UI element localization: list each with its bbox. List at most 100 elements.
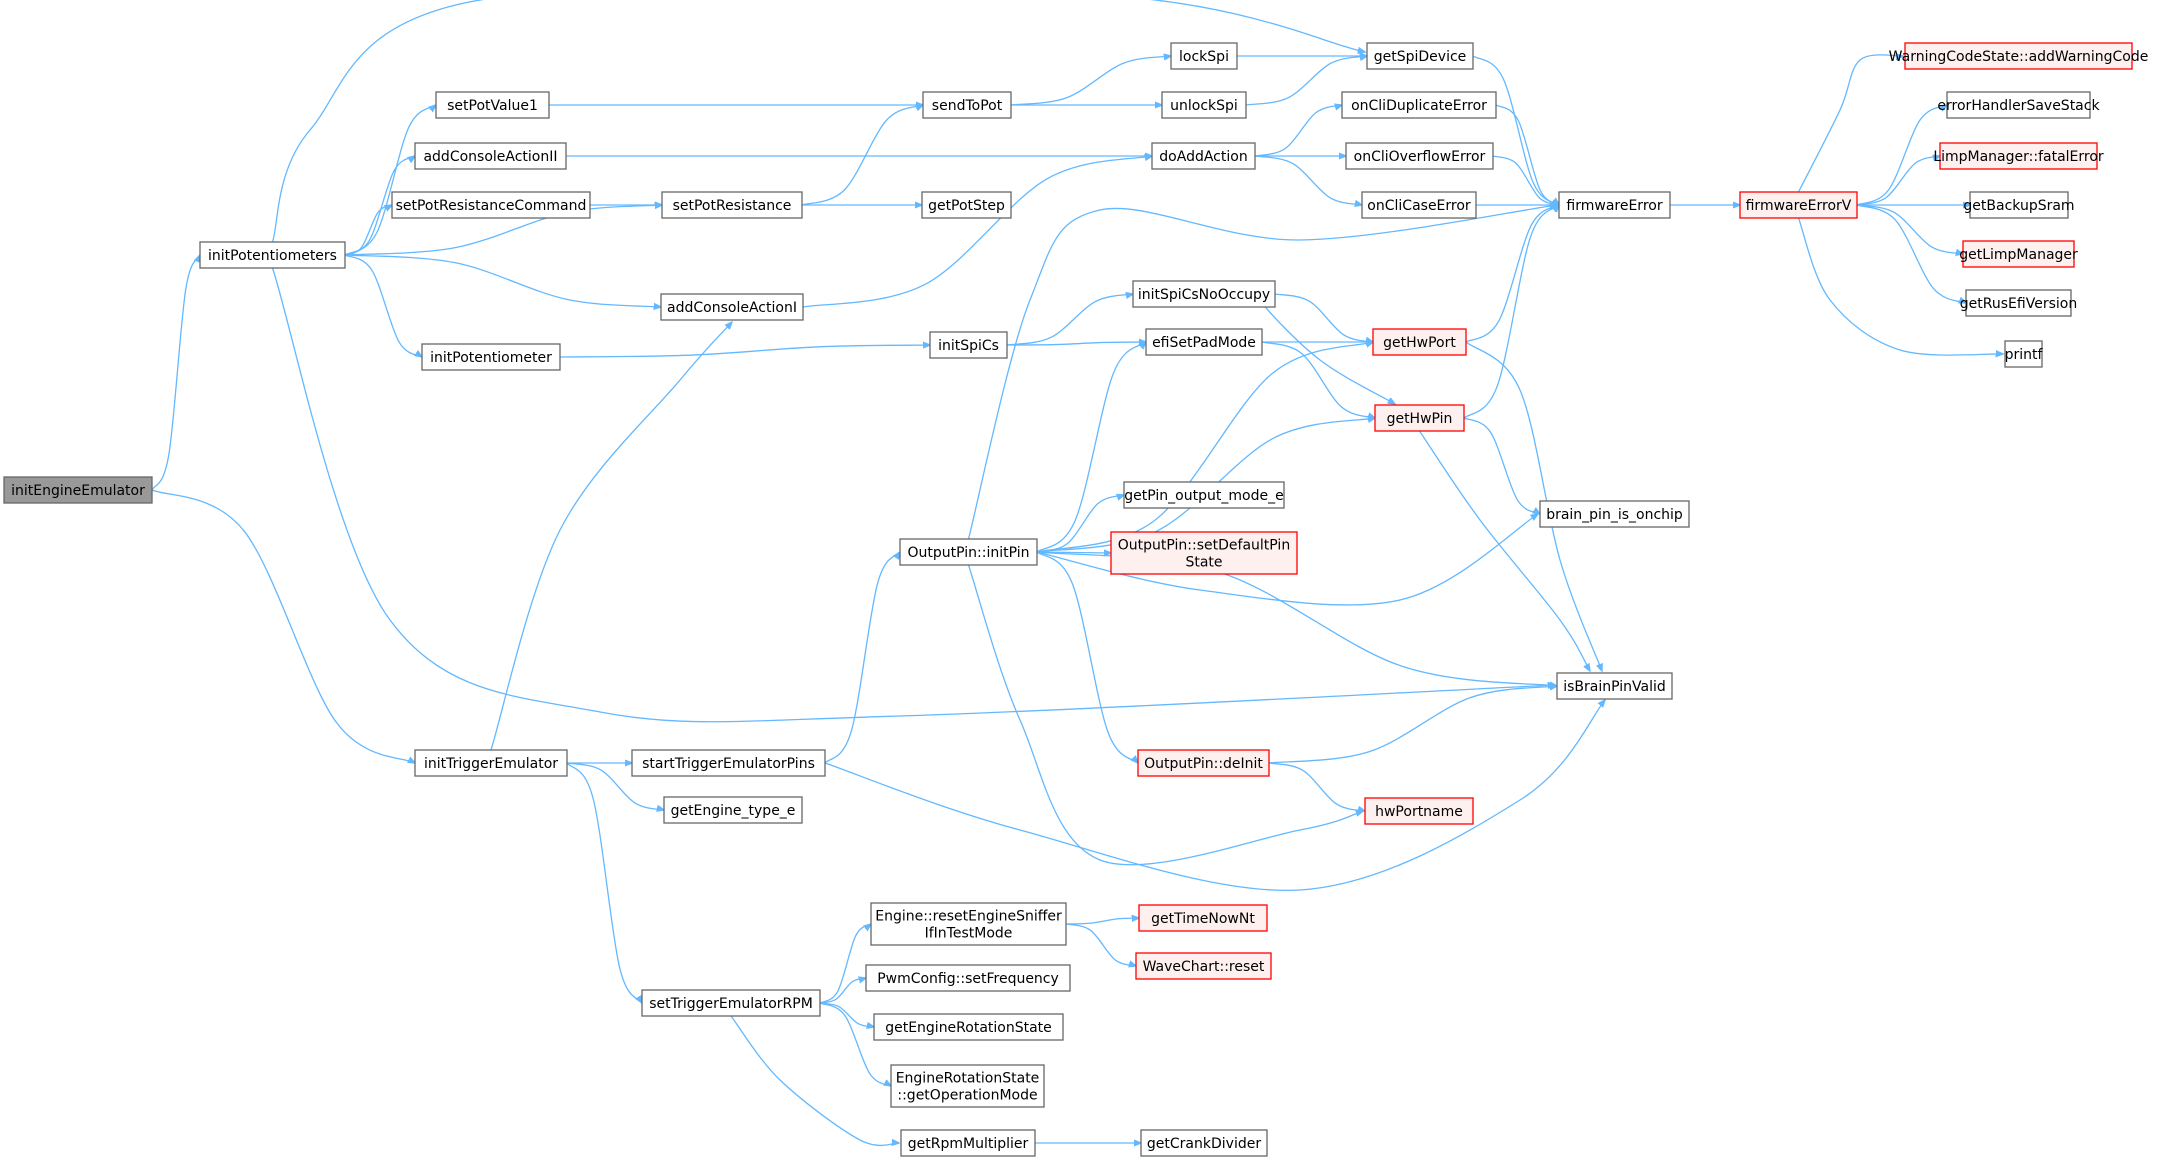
node-init-engine-emulator[interactable]: initEngineEmulator [3,476,153,504]
node-get-spi-device[interactable]: getSpiDevice [1366,42,1474,70]
edge-init-potentiometers-to-add-console-action-i [344,254,661,307]
edge-do-add-action-to-on-cli-duplicate-error [1254,105,1342,157]
node-label: getTimeNowNt [1151,911,1255,927]
node-init-potentiometer[interactable]: initPotentiometer [421,343,561,371]
node-init-trigger-emulator[interactable]: initTriggerEmulator [414,749,568,777]
node-box [1969,191,2069,219]
node-efi-set-pad-mode[interactable]: efiSetPadMode [1145,328,1263,356]
edge-output-pin-init-pin-to-firmware-error [967,205,1558,540]
node-add-console-action-ii[interactable]: addConsoleActionII [414,142,567,170]
node-firmware-error[interactable]: firmwareError [1558,191,1671,219]
node-label: State [1185,555,1222,571]
node-set-trigger-emulator-rpm[interactable]: setTriggerEmulatorRPM [641,989,821,1017]
node-box [1161,91,1247,119]
node-box [435,91,550,119]
node-pwm-config-set-frequency[interactable]: PwmConfig::setFrequency [865,964,1071,992]
node-label: initSpiCsNoOccupy [1138,287,1270,303]
node-box [1556,672,1673,700]
edge-get-hw-pin-to-is-brain-pin-valid [1418,430,1591,671]
node-engine-rotation-state-get-operation-mode[interactable]: EngineRotationState::getOperationMode [890,1064,1045,1108]
edge-set-trigger-emulator-rpm-to-engine-rotation-state-get-operation-mode [819,1002,891,1086]
node-box [899,538,1038,566]
edge-init-engine-emulator-to-init-potentiometers [151,255,200,491]
node-on-cli-duplicate-error[interactable]: onCliDuplicateError [1341,91,1497,119]
edge-get-spi-device-to-firmware-error [1472,55,1559,205]
node-init-spi-cs[interactable]: initSpiCs [929,331,1008,359]
edge-init-spi-cs-no-occupy-to-get-hw-port [1274,293,1373,342]
node-label: setPotValue1 [447,98,538,114]
node-set-pot-resistance[interactable]: setPotResistance [661,191,803,219]
node-box [660,293,804,321]
node-box [1374,404,1465,432]
node-printf[interactable]: printf [2004,340,2044,368]
edge-output-pin-init-pin-to-hw-portname [967,564,1364,866]
node-unlock-spi[interactable]: unlockSpi [1161,91,1247,119]
node-get-hw-port[interactable]: getHwPort [1372,328,1467,356]
node-box [870,902,1067,946]
edge-init-trigger-emulator-to-get-engine-type-e [566,762,664,810]
node-label: initPotentiometer [430,350,552,366]
node-on-cli-case-error[interactable]: onCliCaseError [1361,191,1477,219]
node-error-handler-save-stack[interactable]: errorHandlerSaveStack [1937,91,2100,119]
node-box [631,749,826,777]
node-box [1170,42,1238,70]
node-set-pot-value1[interactable]: setPotValue1 [435,91,550,119]
node-is-brain-pin-valid[interactable]: isBrainPinValid [1556,672,1673,700]
node-box [1151,142,1256,170]
node-hw-portname[interactable]: hwPortname [1364,797,1474,825]
edge-set-trigger-emulator-rpm-to-pwm-config-set-frequency [819,978,866,1004]
node-do-add-action[interactable]: doAddAction [1151,142,1256,170]
node-box [1364,797,1474,825]
node-warning-code-state-add-warning-code[interactable]: WarningCodeState::addWarningCode [1889,42,2149,70]
node-init-potentiometers[interactable]: initPotentiometers [199,241,346,269]
node-limp-manager-fatal-error[interactable]: LimpManager::fatalError [1933,142,2104,170]
node-box [1962,240,2075,268]
edge-firmware-error-v-to-get-rus-efi-version [1856,204,1966,303]
node-label: initSpiCs [938,338,999,354]
edge-init-engine-emulator-to-init-trigger-emulator [151,489,415,763]
node-init-spi-cs-no-occupy[interactable]: initSpiCsNoOccupy [1132,280,1276,308]
node-get-pot-step[interactable]: getPotStep [921,191,1012,219]
node-output-pin-init-pin[interactable]: OutputPin::initPin [899,538,1038,566]
node-get-backup-sram[interactable]: getBackupSram [1963,191,2075,219]
edge-output-pin-de-init-to-hw-portname [1268,762,1365,811]
node-get-pin-output-mode-e[interactable]: getPin_output_mode_e [1123,481,1285,509]
edge-output-pin-init-pin-to-output-pin-set-default-pin-state [1036,552,1111,553]
node-box [865,964,1071,992]
node-add-console-action-i[interactable]: addConsoleActionI [660,293,804,321]
edge-firmware-error-v-to-get-limp-manager [1856,204,1963,254]
node-label: lockSpi [1179,49,1229,65]
node-set-pot-resistance-command[interactable]: setPotResistanceCommand [391,191,591,219]
node-get-crank-divider[interactable]: getCrankDivider [1140,1129,1268,1157]
node-label: initPotentiometers [208,248,337,264]
node-output-pin-de-init[interactable]: OutputPin::deInit [1137,749,1270,777]
node-label: setPotResistance [673,198,792,214]
node-send-to-pot[interactable]: sendToPot [922,91,1012,119]
node-label: onCliOverflowError [1354,149,1486,165]
node-firmware-error-v[interactable]: firmwareErrorV [1739,191,1858,219]
node-label: getPotStep [928,198,1005,214]
node-get-rus-efi-version[interactable]: getRusEfiVersion [1960,289,2077,317]
node-get-limp-manager[interactable]: getLimpManager [1959,240,2078,268]
node-get-rpm-multiplier[interactable]: getRpmMultiplier [900,1129,1036,1157]
node-get-hw-pin[interactable]: getHwPin [1374,404,1465,432]
node-label: isBrainPinValid [1563,679,1666,695]
edge-engine-reset-engine-sniffer-if-in-test-mode-to-wave-chart-reset [1065,923,1136,966]
node-lock-spi[interactable]: lockSpi [1170,42,1238,70]
node-wave-chart-reset[interactable]: WaveChart::reset [1135,952,1272,980]
node-brain-pin-is-onchip[interactable]: brain_pin_is_onchip [1539,500,1690,528]
node-label: getRusEfiVersion [1960,296,2077,312]
edge-start-trigger-emulator-pins-to-is-brain-pin-valid [824,700,1605,892]
node-on-cli-overflow-error[interactable]: onCliOverflowError [1345,142,1494,170]
node-get-time-now-nt[interactable]: getTimeNowNt [1138,904,1268,932]
node-box [414,142,567,170]
node-box [1345,142,1494,170]
node-get-engine-rotation-state[interactable]: getEngineRotationState [873,1013,1064,1041]
node-box [1946,91,2091,119]
edge-engine-reset-engine-sniffer-if-in-test-mode-to-get-time-now-nt [1065,918,1139,925]
node-get-engine-type-e[interactable]: getEngine_type_e [663,796,803,824]
node-start-trigger-emulator-pins[interactable]: startTriggerEmulatorPins [631,749,826,777]
